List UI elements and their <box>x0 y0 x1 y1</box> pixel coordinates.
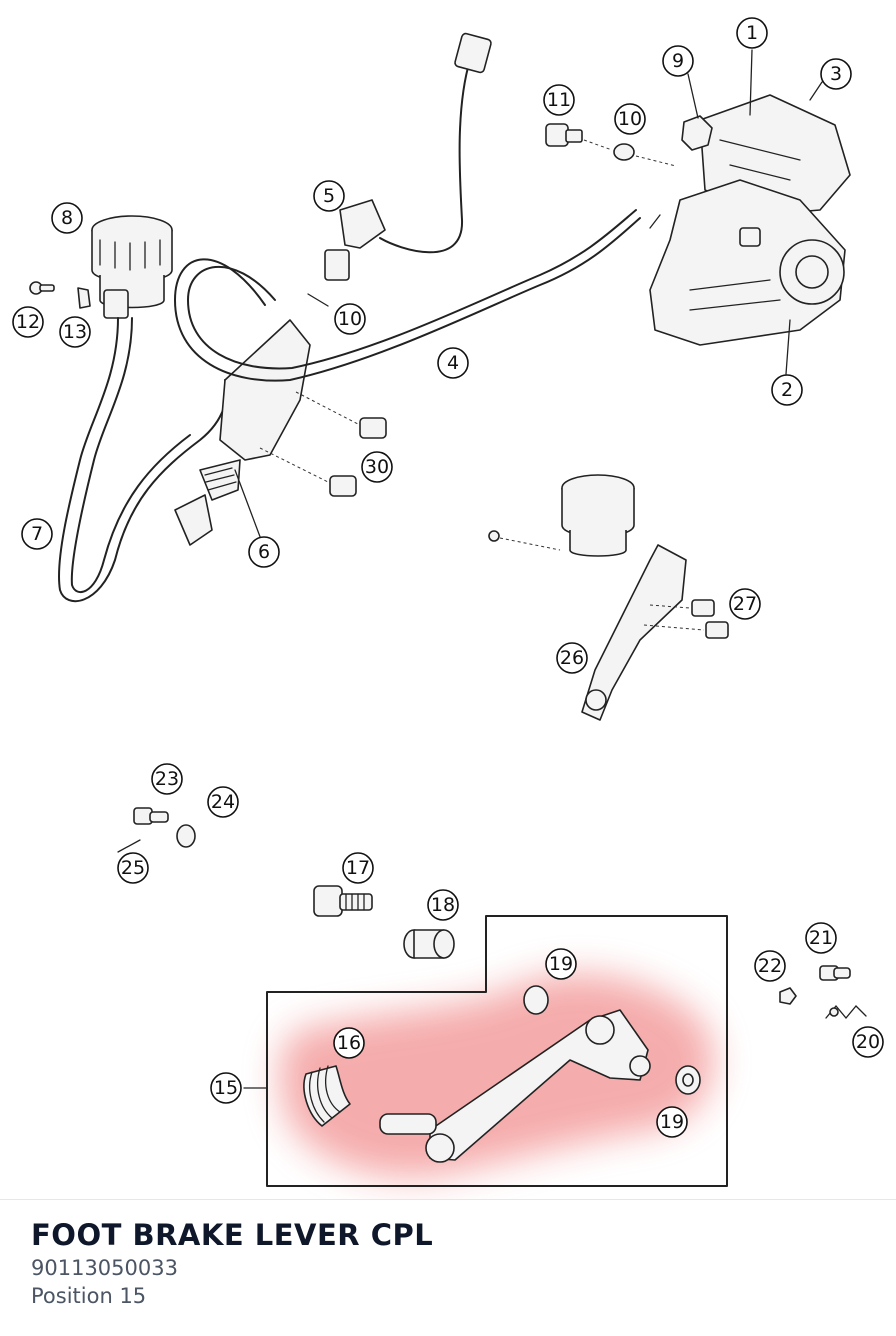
highlight-glow <box>280 973 714 1178</box>
callout-25[interactable]: 25 <box>117 852 149 884</box>
svg-text:7: 7 <box>31 523 43 545</box>
callout-17[interactable]: 17 <box>342 852 374 884</box>
reservoir-hose[interactable] <box>58 317 228 603</box>
callout-19-bottom[interactable]: 19 <box>656 1106 688 1138</box>
callout-30[interactable]: 30 <box>361 451 393 483</box>
part-info-panel: FOOT BRAKE LEVER CPL 90113050033 Positio… <box>0 1199 896 1336</box>
hose-clip[interactable] <box>77 287 91 309</box>
callout-27[interactable]: 27 <box>729 588 761 620</box>
sensor-cable[interactable] <box>324 32 492 281</box>
caliper-washer[interactable] <box>613 143 635 161</box>
svg-text:2: 2 <box>781 379 793 401</box>
exploded-parts-diagram: 1 2 3 4 5 6 7 8 9 10 10 11 12 13 15 16 1… <box>12 17 884 1187</box>
callout-10-pin[interactable]: 10 <box>334 303 366 335</box>
svg-text:10: 10 <box>618 108 642 130</box>
cotter-pin-10[interactable] <box>307 293 329 307</box>
callout-19-top[interactable]: 19 <box>545 948 577 980</box>
svg-text:25: 25 <box>121 857 145 879</box>
part-position: Position 15 <box>31 1284 147 1308</box>
leader-lines <box>234 49 823 543</box>
part-name: FOOT BRAKE LEVER CPL <box>31 1218 434 1252</box>
master-cylinder-bolts[interactable] <box>329 417 387 497</box>
callout-12[interactable]: 12 <box>12 306 44 338</box>
foot-brake-lever[interactable] <box>379 1009 651 1163</box>
callout-20[interactable]: 20 <box>852 1026 884 1058</box>
spring-16[interactable] <box>303 1065 351 1127</box>
brake-reservoir[interactable] <box>91 215 173 319</box>
callout-7[interactable]: 7 <box>21 518 53 550</box>
brake-line[interactable] <box>174 209 641 382</box>
svg-text:1: 1 <box>746 22 758 44</box>
svg-text:30: 30 <box>365 456 389 478</box>
svg-text:18: 18 <box>431 894 455 916</box>
svg-text:15: 15 <box>214 1077 238 1099</box>
bushing-18[interactable] <box>403 929 455 959</box>
callout-16[interactable]: 16 <box>333 1027 365 1059</box>
part-number: 90113050033 <box>31 1256 178 1280</box>
caliper-bolt[interactable] <box>545 123 583 147</box>
svg-text:13: 13 <box>63 321 87 343</box>
svg-text:19: 19 <box>660 1111 684 1133</box>
callout-3[interactable]: 3 <box>820 58 852 90</box>
callout-10-caliper[interactable]: 10 <box>614 103 646 135</box>
svg-text:23: 23 <box>155 768 179 790</box>
bolt-21[interactable] <box>819 965 851 981</box>
svg-text:8: 8 <box>61 207 73 229</box>
spring-20[interactable] <box>825 1004 867 1020</box>
pivot-pin-23[interactable] <box>133 807 169 825</box>
callout-5[interactable]: 5 <box>313 180 345 212</box>
svg-text:24: 24 <box>211 791 235 813</box>
svg-text:20: 20 <box>856 1031 880 1053</box>
bolt-17[interactable] <box>313 885 373 917</box>
callout-13[interactable]: 13 <box>59 316 91 348</box>
svg-text:11: 11 <box>547 89 571 111</box>
svg-text:6: 6 <box>258 541 270 563</box>
svg-text:22: 22 <box>758 955 782 977</box>
svg-text:27: 27 <box>733 593 757 615</box>
svg-text:9: 9 <box>672 50 684 72</box>
callout-21[interactable]: 21 <box>805 922 837 954</box>
callout-4[interactable]: 4 <box>437 347 469 379</box>
cotter-pin-25[interactable] <box>117 839 141 853</box>
brake-caliper[interactable] <box>649 94 851 346</box>
svg-text:19: 19 <box>549 953 573 975</box>
svg-text:21: 21 <box>809 927 833 949</box>
callout-8[interactable]: 8 <box>51 202 83 234</box>
callout-24[interactable]: 24 <box>207 786 239 818</box>
assembly-outline <box>266 915 728 1187</box>
bushing-19-top[interactable] <box>523 985 549 1015</box>
callout-23[interactable]: 23 <box>151 763 183 795</box>
callout-26[interactable]: 26 <box>556 642 588 674</box>
callout-1[interactable]: 1 <box>736 17 768 49</box>
svg-text:10: 10 <box>338 308 362 330</box>
svg-text:12: 12 <box>16 311 40 333</box>
callout-15[interactable]: 15 <box>210 1072 242 1104</box>
svg-text:16: 16 <box>337 1032 361 1054</box>
nut-22[interactable] <box>779 987 797 1005</box>
reservoir-screw[interactable] <box>29 281 55 295</box>
svg-text:4: 4 <box>447 352 459 374</box>
callout-2[interactable]: 2 <box>771 374 803 406</box>
bleeder-valve[interactable] <box>681 115 713 151</box>
alt-reservoir-bracket[interactable] <box>488 474 729 721</box>
washer-24[interactable] <box>176 824 196 848</box>
washer-19-bottom[interactable] <box>675 1065 701 1095</box>
callout-9[interactable]: 9 <box>662 45 694 77</box>
svg-text:17: 17 <box>346 857 370 879</box>
master-cylinder[interactable] <box>174 319 311 546</box>
callout-11[interactable]: 11 <box>543 84 575 116</box>
callout-6[interactable]: 6 <box>248 536 280 568</box>
svg-text:26: 26 <box>560 647 584 669</box>
svg-text:5: 5 <box>323 185 335 207</box>
svg-text:3: 3 <box>830 63 842 85</box>
callout-18[interactable]: 18 <box>427 889 459 921</box>
callout-22[interactable]: 22 <box>754 950 786 982</box>
